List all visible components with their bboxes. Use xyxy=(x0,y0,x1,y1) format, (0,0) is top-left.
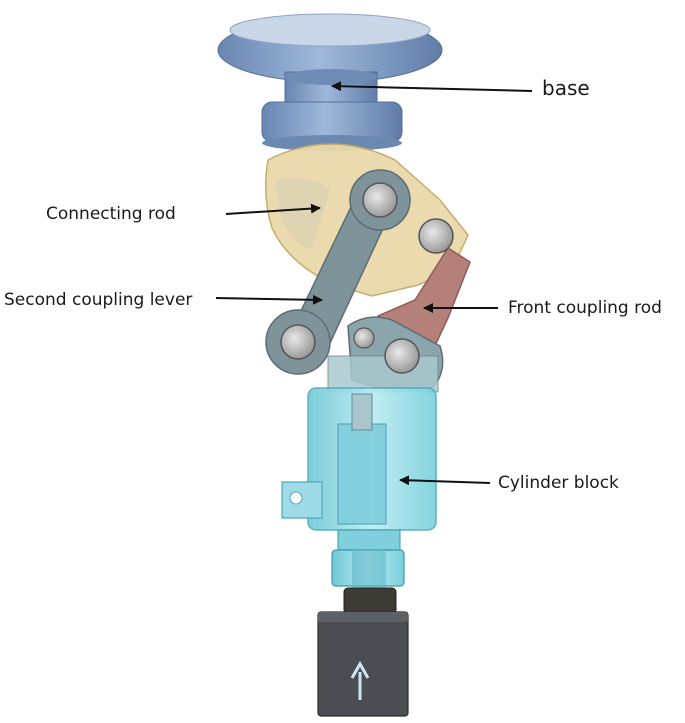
base-pointer-arrow xyxy=(331,81,533,92)
label-connecting-rod: Connecting rod xyxy=(46,204,176,224)
cylinder-block-pointer-arrow xyxy=(399,475,491,486)
second-coupling-lever-part xyxy=(265,169,411,375)
connecting-rod-pointer-arrow xyxy=(225,203,321,215)
label-front-coupling-rod: Front coupling rod xyxy=(508,298,662,318)
pointer-arrows xyxy=(215,81,533,486)
cylinder-block-part xyxy=(281,387,437,588)
motor-part xyxy=(317,587,409,717)
base-part xyxy=(217,13,443,151)
pin-joints xyxy=(280,182,454,374)
second-lever-pointer-arrow xyxy=(215,294,323,305)
label-cylinder-block: Cylinder block xyxy=(498,473,619,493)
label-base: base xyxy=(542,76,590,100)
label-second-coupling-lever: Second coupling lever xyxy=(4,290,193,310)
